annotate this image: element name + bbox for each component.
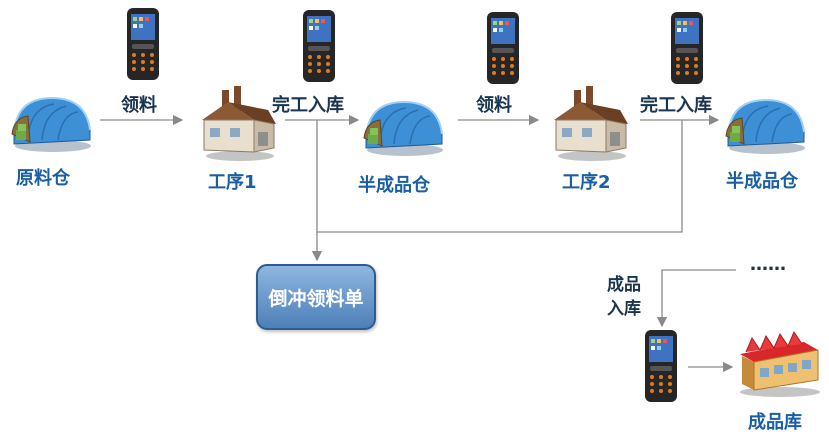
process-1-label: 工序1 — [208, 172, 257, 193]
edge-label-issue-material-1: 领料 — [121, 95, 157, 116]
edge-label-issue-material-2: 领料 — [476, 95, 512, 116]
arrow-finished-receipt — [656, 269, 736, 328]
backflush-collector — [316, 120, 683, 233]
handheld-scanner-icon — [127, 8, 159, 80]
handheld-scanner-icon — [303, 10, 335, 82]
raw-material-warehouse-label: 原料仓 — [16, 168, 70, 189]
edge-label-finished-receipt-line1: 成品 — [607, 275, 641, 295]
backflush-issue-slip-box: 倒冲领料单 — [256, 264, 376, 330]
semi-finished-warehouse-2-label: 半成品仓 — [726, 171, 798, 192]
finished-goods-warehouse-label: 成品库 — [748, 412, 802, 433]
warehouse-dome-icon — [363, 100, 443, 156]
warehouse-dome-icon — [11, 96, 91, 152]
process-2-label: 工序2 — [562, 172, 611, 193]
edge-label-completion-receipt-1: 完工入库 — [272, 95, 344, 116]
edge-label-completion-receipt-2: 完工入库 — [640, 95, 712, 116]
edge-label-finished-receipt-line2: 入库 — [607, 299, 641, 319]
finished-goods-store-icon — [740, 330, 820, 397]
handheld-scanner-icon — [671, 12, 703, 84]
edge-label-continuation: …… — [750, 254, 786, 275]
semi-finished-warehouse-1-label: 半成品仓 — [358, 175, 430, 196]
warehouse-dome-icon — [725, 98, 805, 154]
handheld-scanner-icon — [645, 330, 677, 402]
handheld-scanner-icon — [487, 12, 519, 84]
factory-icon — [202, 86, 276, 161]
factory-icon — [554, 86, 628, 161]
